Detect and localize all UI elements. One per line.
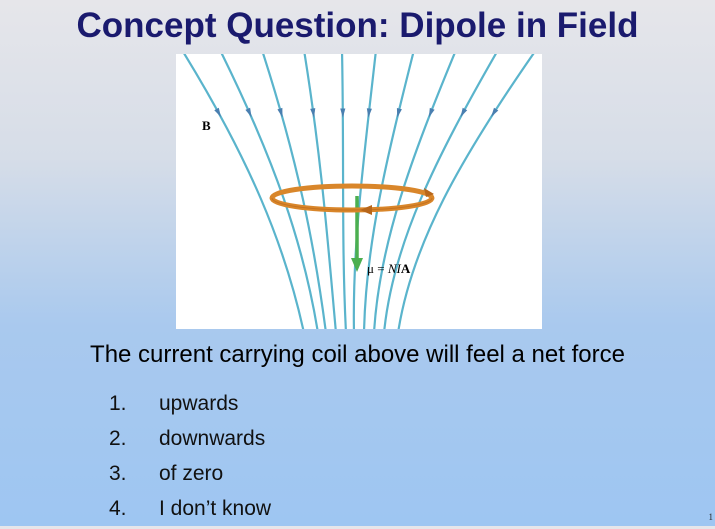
field-line [262,54,327,329]
field-line [340,54,347,329]
choice-label: I don’t know [159,497,272,520]
coil-front [269,188,435,215]
choice-number: 4. [109,497,127,520]
moment-label-bold: A [401,261,411,276]
coil-direction-icon [360,205,372,215]
field-line [352,54,377,329]
field-lines [183,54,535,329]
answer-choice-4[interactable]: 4. I don’t know [109,494,271,529]
coil-back [269,183,435,199]
moment-label-italic: NI [387,261,402,276]
question-text: The current carrying coil above will fee… [90,341,625,368]
coil-front-arc [269,197,435,213]
field-line-arrow-icon [396,107,402,118]
field-line-arrow-icon [428,107,435,118]
choice-label: upwards [159,392,239,415]
moment-label: μ = NIA [367,261,411,276]
field-line [220,54,319,329]
answer-choice-1[interactable]: 1. upwards [109,389,271,424]
answer-choice-2[interactable]: 2. downwards [109,424,271,459]
coil-front-edge [271,197,433,211]
answer-choices: 1. upwards 2. downwards 3. of zero 4. I don’… [109,389,271,529]
field-line-arrow-icon [214,107,222,118]
field-label-b: B [202,118,211,133]
slide-title: Concept Question: Dipole in Field [76,6,639,45]
answer-choice-3[interactable]: 3. of zero [109,459,271,494]
field-line-arrow-icon [340,108,346,118]
field-line [183,54,305,329]
choice-number: 3. [109,462,127,485]
choice-label: of zero [159,462,224,485]
field-line-arrow-icon [366,108,372,118]
page-number: 1 [708,512,714,522]
field-line-arrow-icon [460,107,468,118]
coil-back-arc [269,183,435,199]
moment-arrow-icon [351,258,363,272]
choice-number: 1. [109,392,127,415]
choice-number: 2. [109,427,127,450]
moment-label-prefix: μ = [367,261,388,276]
field-line [363,54,415,329]
field-line [373,54,456,329]
field-line-arrow-icon [310,108,316,118]
field-diagram-svg: B μ = NIA [183,54,535,329]
field-line-arrow-icon [491,107,499,117]
coil-direction-icon [424,188,434,197]
field-line [303,54,337,329]
field-line [383,54,497,329]
field-line-arrow-icon [245,107,252,118]
choice-label: downwards [159,427,266,450]
dipole-field-figure: B μ = NIA [176,54,542,329]
field-line [397,54,535,329]
magnetic-moment-arrow [351,196,363,272]
field-line-arrow-icon [277,107,283,118]
